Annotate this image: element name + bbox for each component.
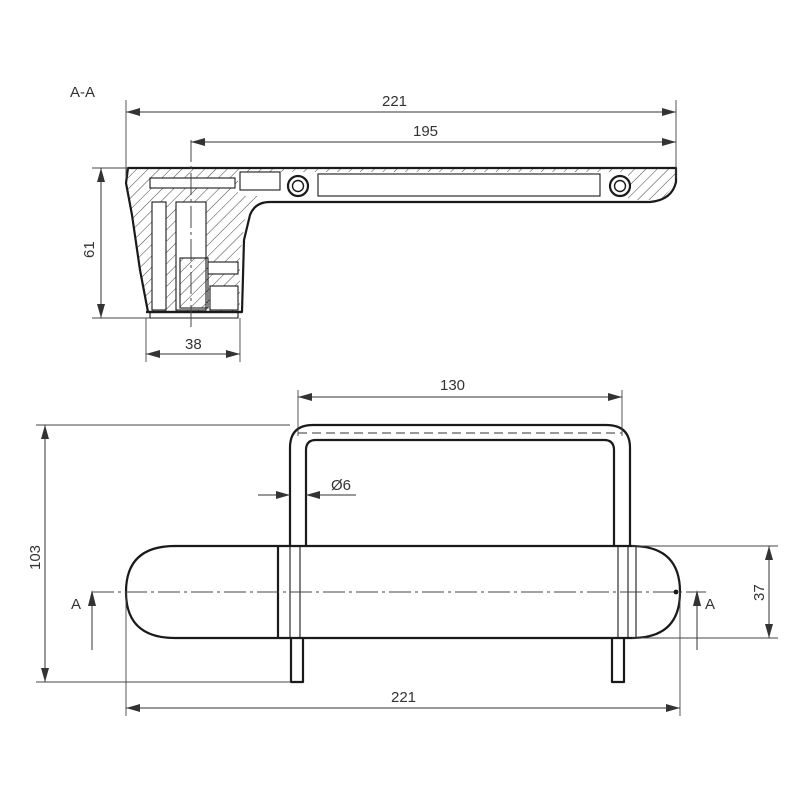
dim-130: 130 xyxy=(297,377,623,436)
dim-label-6: Ø6 xyxy=(331,477,351,494)
dim-61: 61 xyxy=(81,167,150,319)
cut-marker-right: A xyxy=(693,590,715,650)
bracket-outer xyxy=(288,423,632,546)
cut-marker-left: A xyxy=(71,590,96,650)
cut-label-right: A xyxy=(705,596,715,613)
dim-label-195: 195 xyxy=(413,123,438,140)
base-flange xyxy=(149,312,239,319)
dim-label-221-bottom: 221 xyxy=(391,689,416,706)
dim-37: 37 xyxy=(632,545,778,639)
dim-label-61: 61 xyxy=(81,241,98,258)
section-view: A-A xyxy=(70,84,678,362)
dim-221-bottom: 221 xyxy=(125,592,681,716)
cut-label-left: A xyxy=(71,596,81,613)
dim-label-38: 38 xyxy=(185,336,202,353)
dim-195: 195 xyxy=(191,123,676,146)
bracket-inner xyxy=(304,438,616,546)
dim-38: 38 xyxy=(145,318,241,362)
section-label: A-A xyxy=(70,84,95,101)
dim-diameter-6: Ø6 xyxy=(258,477,356,499)
pin-right xyxy=(608,174,632,198)
hatch-right-end xyxy=(628,168,676,200)
leg-left xyxy=(289,638,305,684)
pin-left xyxy=(286,174,310,198)
dim-103: 103 xyxy=(27,424,291,683)
dim-label-37: 37 xyxy=(751,584,768,601)
front-view: A A 130 Ø6 xyxy=(27,377,778,716)
dim-221-top: 221 xyxy=(125,93,677,178)
dim-label-221-top: 221 xyxy=(382,93,407,110)
leg-right xyxy=(610,638,626,684)
dim-label-130: 130 xyxy=(440,377,465,394)
dim-label-103: 103 xyxy=(27,545,44,570)
pin-holes xyxy=(286,174,632,198)
